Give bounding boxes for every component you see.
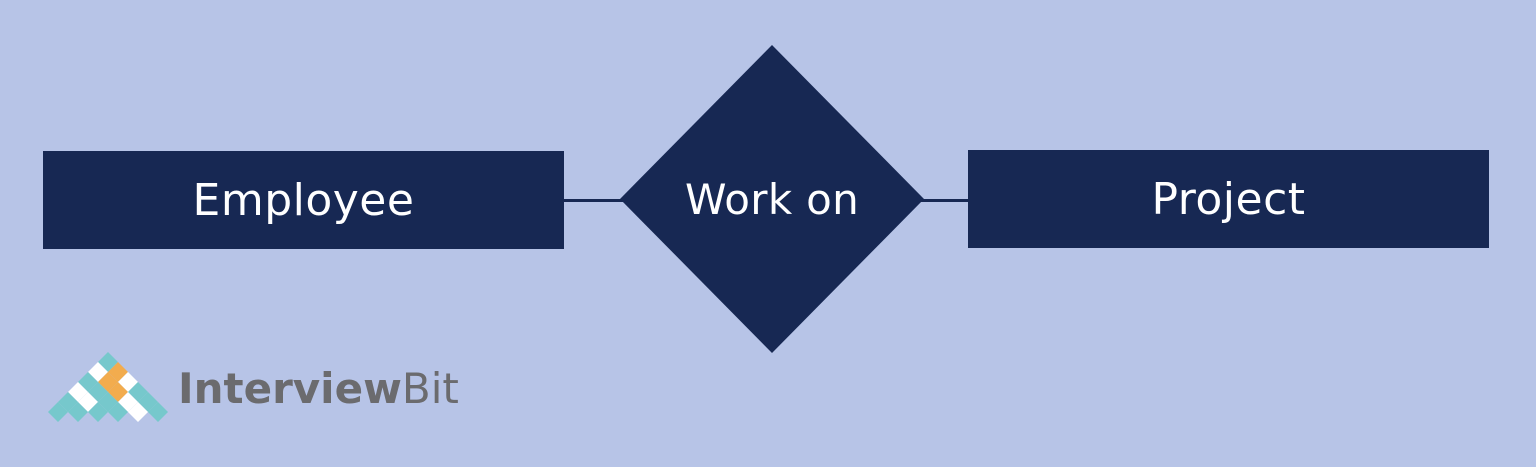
interviewbit-logo: InterviewBit	[46, 350, 486, 430]
entity-project-label: Project	[1151, 173, 1306, 225]
connector-relationship-project	[918, 199, 970, 202]
interviewbit-diamond-grid-icon	[48, 352, 168, 422]
wordmark-interview: Interview	[178, 364, 402, 413]
relationship-label: Work on	[684, 174, 860, 224]
entity-employee-label: Employee	[192, 174, 415, 226]
wordmark-bit: Bit	[401, 364, 459, 413]
relationship-work-on: Work on	[620, 45, 924, 353]
interviewbit-wordmark: InterviewBit	[178, 368, 459, 410]
entity-employee: Employee	[43, 151, 564, 249]
entity-project: Project	[968, 150, 1489, 248]
relationship-diamond	[620, 45, 924, 353]
connector-employee-relationship	[563, 199, 625, 202]
